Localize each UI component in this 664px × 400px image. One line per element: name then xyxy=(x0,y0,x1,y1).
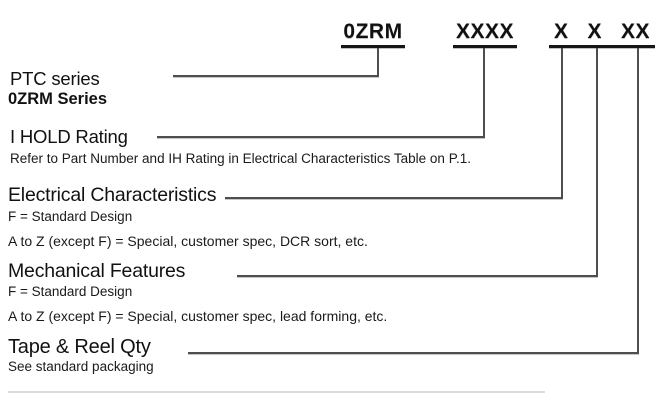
section-text-ihold-rating: Refer to Part Number and IH Rating in El… xyxy=(10,151,471,166)
section-text-ptc-series: 0ZRM Series xyxy=(8,90,108,108)
section-text-electrical-standard: F = Standard Design xyxy=(8,209,133,224)
code-segment-ihold-rating: XXXX xyxy=(453,20,517,48)
section-text-mechanical-standard: F = Standard Design xyxy=(8,284,133,299)
section-title-ptc-series: PTC series xyxy=(10,68,100,89)
code-segment-electrical: X xyxy=(554,20,569,43)
connector-electrical-characteristics xyxy=(225,48,563,199)
section-title-electrical-characteristics: Electrical Characteristics xyxy=(8,184,217,206)
section-text-tape-reel-qty: See standard packaging xyxy=(8,359,154,374)
section-title-mechanical-features: Mechanical Features xyxy=(8,260,186,282)
section-text-mechanical-special: A to Z (except F) = Special, customer sp… xyxy=(8,308,388,324)
section-text-electrical-special: A to Z (except F) = Special, customer sp… xyxy=(8,233,368,249)
code-segment-suffix-group: X X XX xyxy=(549,20,655,48)
section-title-ihold-rating: I HOLD Rating xyxy=(10,126,128,147)
connector-mechanical-features xyxy=(237,48,598,277)
code-segment-mechanical: X xyxy=(587,20,602,43)
bottom-divider-line xyxy=(8,391,545,393)
connector-tape-reel-qty xyxy=(188,48,639,354)
code-segment-tape-reel: XX xyxy=(620,20,650,43)
section-title-tape-reel-qty: Tape & Reel Qty xyxy=(8,336,151,358)
connector-ptc-series xyxy=(173,48,379,77)
code-segment-series: 0ZRM xyxy=(341,20,405,48)
connector-ihold-rating xyxy=(157,48,485,138)
